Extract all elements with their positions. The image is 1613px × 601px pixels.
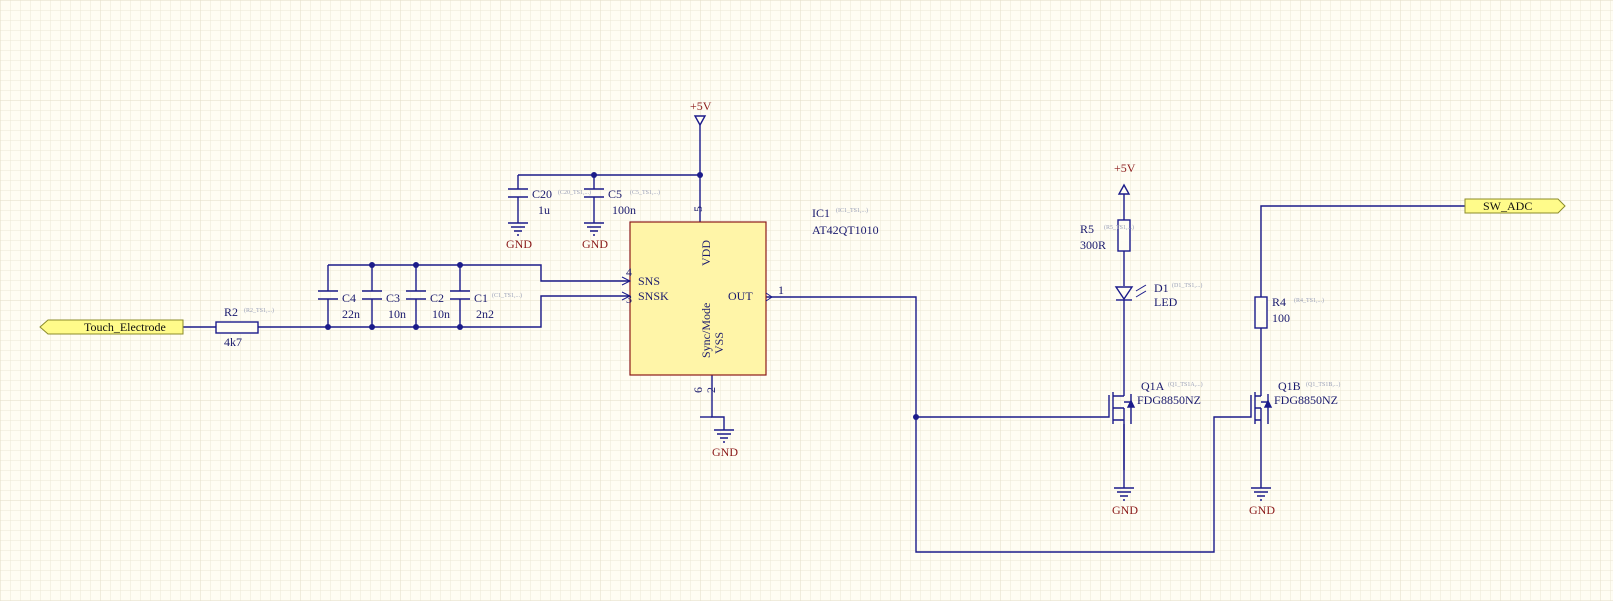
ic1-pinnum-5: 5 [691,206,705,212]
ic1-pin-sync-mode: Sync/Mode [699,303,713,358]
ic1-pinnum-6: 6 [691,387,705,393]
q1a-hidden-param: (Q1_TS1A,...) [1168,381,1203,388]
c20-value: 1u [538,203,550,217]
gnd-label-q1a: GND [1112,503,1138,517]
gnd-symbol-q1a [1114,487,1134,501]
out-pin-arrow [765,292,773,302]
wire-r2-to-caps[interactable] [258,295,630,328]
c5-capacitor[interactable] [584,188,604,198]
r4-resistor[interactable] [1254,296,1268,329]
c20-capacitor[interactable] [508,188,528,198]
r5-hidden-param: (R5_TS1,...) [1104,224,1134,231]
ic1-part: AT42QT1010 [812,223,879,237]
touch-electrode-port[interactable] [39,319,184,335]
wire-sw-adc[interactable] [1260,205,1465,297]
wire-ic-bottom[interactable] [711,375,725,430]
sns-pin-arrow [621,276,632,286]
ic1-designator: IC1 [812,206,830,220]
c5-designator: C5 [608,187,622,201]
ic1-body[interactable] [629,221,767,376]
junction-dot [591,172,597,178]
ic1-pinnum-3: 3 [626,292,632,306]
c3-capacitor[interactable] [362,290,382,300]
junction-dot [325,324,331,330]
q1a-designator: Q1A [1141,379,1165,393]
snsk-pin-arrow [621,291,632,301]
wire-out-to-q1b[interactable] [915,416,1245,553]
junction-dot [369,324,375,330]
q1a-value: FDG8850NZ [1137,393,1201,407]
gnd-label-c5: GND [582,237,608,251]
junction-dot [697,172,703,178]
ic1-pinnum-1: 1 [778,283,784,297]
q1b-value: FDG8850NZ [1274,393,1338,407]
d1-value: LED [1154,295,1178,309]
vcc-arrow-ic [693,115,707,127]
gnd-symbol-q1b [1251,487,1271,501]
c1-hidden-param: (C1_TS1,...) [492,292,522,299]
c1-capacitor[interactable] [450,290,470,300]
ic1-pin-out: OUT [728,289,753,303]
gnd-symbol-c5 [584,222,604,236]
sw-adc-port[interactable] [1464,198,1566,214]
c20-hidden-param: (C20_TS1,...) [558,189,591,196]
junction-dot [913,414,919,420]
r2-hidden-param: (R2_TS1,...) [244,307,274,314]
c4-value: 22n [342,307,360,321]
vcc-label-led: +5V [1114,161,1136,175]
junction-dot [413,324,419,330]
ic1-pin-sns: SNS [638,274,660,288]
ic1-pin-vss: VSS [712,332,726,354]
r4-hidden-param: (R4_TS1,...) [1294,297,1324,304]
gnd-symbol-ic [714,429,734,443]
d1-led[interactable] [1114,284,1147,301]
junction-dot [413,262,419,268]
gnd-label-c20: GND [506,237,532,251]
r4-designator: R4 [1272,295,1286,309]
r5-resistor[interactable] [1117,219,1131,252]
d1-designator: D1 [1154,281,1169,295]
r5-value: 300R [1080,238,1106,252]
junction-dot [457,324,463,330]
c3-designator: C3 [386,291,400,305]
c5-value: 100n [612,203,636,217]
gnd-label-ic: GND [712,445,738,459]
q1b-mosfet[interactable] [1245,380,1273,424]
r4-value: 100 [1272,311,1290,325]
q1b-designator: Q1B [1278,379,1301,393]
c4-capacitor[interactable] [318,290,338,300]
q1b-hidden-param: (Q1_TS1B,...) [1306,381,1340,388]
gnd-symbol-c20 [508,222,528,236]
ic1-pinnum-2: 2 [704,387,718,393]
sw-adc-label: SW_ADC [1483,199,1532,213]
ic1-pin-snsk: SNSK [638,289,669,303]
ic1-pin-vdd: VDD [699,240,713,266]
c2-capacitor[interactable] [406,290,426,300]
r2-designator: R2 [224,305,238,319]
c3-value: 10n [388,307,406,321]
vcc-label-ic: +5V [690,99,712,113]
wire-sns-bus[interactable] [328,264,630,282]
r2-value: 4k7 [224,335,242,349]
c1-designator: C1 [474,291,488,305]
c1-value: 2n2 [476,307,494,321]
ic1-hidden-param: (IC1_TS1,...) [836,207,868,214]
c2-designator: C2 [430,291,444,305]
d1-hidden-param: (D1_TS1,...) [1172,282,1202,289]
r2-resistor[interactable] [215,321,259,334]
touch-electrode-label: Touch_Electrode [84,320,166,334]
c5-hidden-param: (C5_TS1,...) [630,189,660,196]
wire-out-to-q1a[interactable] [766,296,1100,418]
junction-dot [369,262,375,268]
c20-designator: C20 [532,187,552,201]
ic1-pinnum-4: 4 [626,265,632,279]
junction-dot [457,262,463,268]
gnd-label-q1b: GND [1249,503,1275,517]
r5-designator: R5 [1080,222,1094,236]
c4-designator: C4 [342,291,356,305]
c2-value: 10n [432,307,450,321]
